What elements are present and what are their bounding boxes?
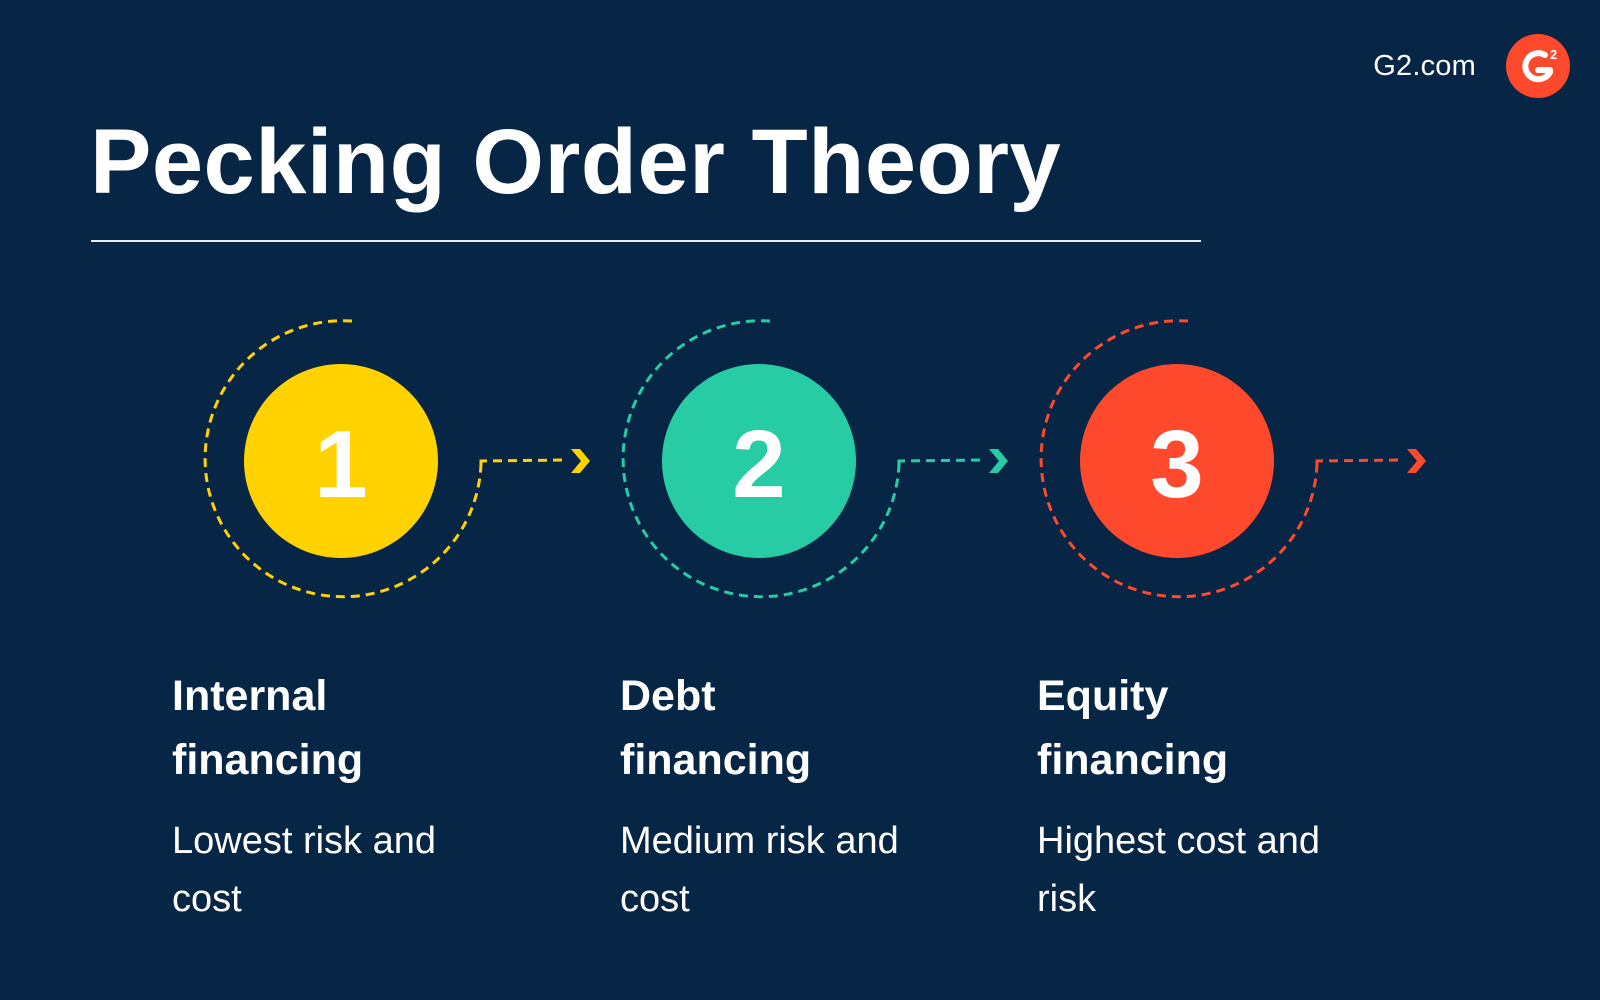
step-2-text: Debt financing Medium risk and cost [620, 664, 1000, 928]
g2-logo-icon[interactable]: 2 [1506, 34, 1570, 98]
step-3-text: Equity financing Highest cost and risk [1037, 664, 1417, 928]
step-3-dashed-connector [1315, 458, 1403, 464]
step-1-circle [244, 364, 438, 558]
step-3-number: 3 [1150, 411, 1203, 518]
title-divider [91, 240, 1201, 242]
step-3-title: Equity financing [1037, 664, 1417, 792]
step-1-arrow-icon [571, 449, 590, 473]
step-2-graphic: 2 [621, 319, 1008, 599]
step-3-description: Highest cost and risk [1037, 812, 1417, 928]
brand: G2.com 2 [1373, 34, 1570, 98]
step-3-graphic: 3 [1039, 319, 1426, 599]
step-1-description: Lowest risk and cost [172, 812, 552, 928]
g2-logo-superscript: 2 [1550, 47, 1557, 62]
step-2-title: Debt financing [620, 664, 1000, 792]
brand-site-name[interactable]: G2.com [1373, 49, 1476, 82]
step-1-dashed-connector [479, 458, 567, 464]
step-2-number: 2 [732, 411, 785, 518]
step-1-number: 1 [314, 411, 367, 518]
step-2-arrow-icon [989, 449, 1008, 473]
step-2-description-line-1: Medium risk and [620, 820, 899, 862]
page-title: Pecking Order Theory [90, 111, 1062, 213]
step-3-title-line-2: financing [1037, 736, 1229, 784]
step-3-description-line-2: risk [1037, 878, 1097, 920]
step-1-title-line-1: Internal [172, 672, 328, 720]
step-1-graphic: 1 [203, 319, 590, 599]
step-1-description-line-1: Lowest risk and [172, 820, 437, 862]
step-3-arrow-icon [1407, 449, 1426, 473]
step-2-title-line-2: financing [620, 736, 812, 784]
step-1-title-line-2: financing [172, 736, 364, 784]
step-2-circle [662, 364, 856, 558]
step-1-title: Internal financing [172, 664, 552, 792]
g2-logo-g-arc [1522, 50, 1553, 83]
step-1-description-line-2: cost [172, 878, 242, 920]
step-3-title-line-1: Equity [1037, 672, 1169, 720]
step-2-description: Medium risk and cost [620, 812, 1000, 928]
step-2-description-line-2: cost [620, 878, 690, 920]
step-3-description-line-1: Highest cost and [1037, 820, 1321, 862]
step-3-circle [1080, 364, 1274, 558]
step-2-title-line-1: Debt [620, 672, 716, 720]
step-2-dashed-connector [897, 458, 985, 464]
step-1-text: Internal financing Lowest risk and cost [172, 664, 552, 928]
g2-logo-background [1506, 34, 1570, 98]
